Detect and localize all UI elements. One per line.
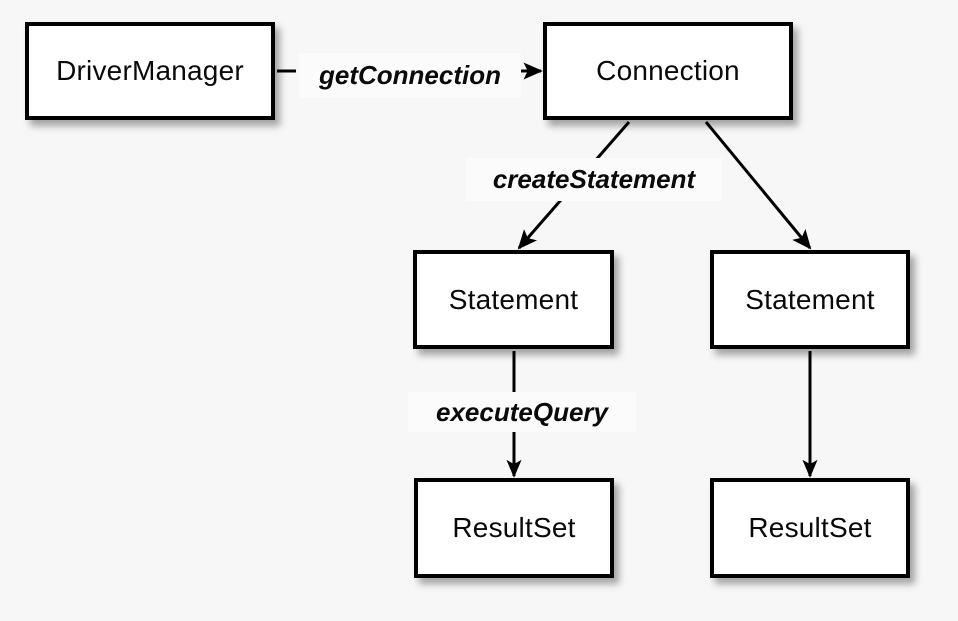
node-connection[interactable]: Connection [543,22,793,120]
node-connection-label: Connection [596,55,740,86]
node-statement-left[interactable]: Statement [413,250,614,349]
edge-label-create-statement: createStatement [466,158,722,201]
node-resultset-left-label: ResultSet [452,512,576,543]
edge-label-execute-query: executeQuery [408,392,636,432]
node-statement-right-label: Statement [745,283,875,315]
node-resultset-right-label: ResultSet [748,512,872,543]
node-driver-manager[interactable]: DriverManager [25,22,275,120]
edge-label-get-connection: getConnection [299,53,521,98]
edge-create-statement-right-line [704,121,812,250]
node-resultset-right[interactable]: ResultSet [710,478,910,578]
node-resultset-left[interactable]: ResultSet [414,478,614,578]
node-driver-manager-label: DriverManager [56,55,244,86]
node-statement-left-label: Statement [448,283,579,315]
node-statement-right[interactable]: Statement [710,250,910,349]
